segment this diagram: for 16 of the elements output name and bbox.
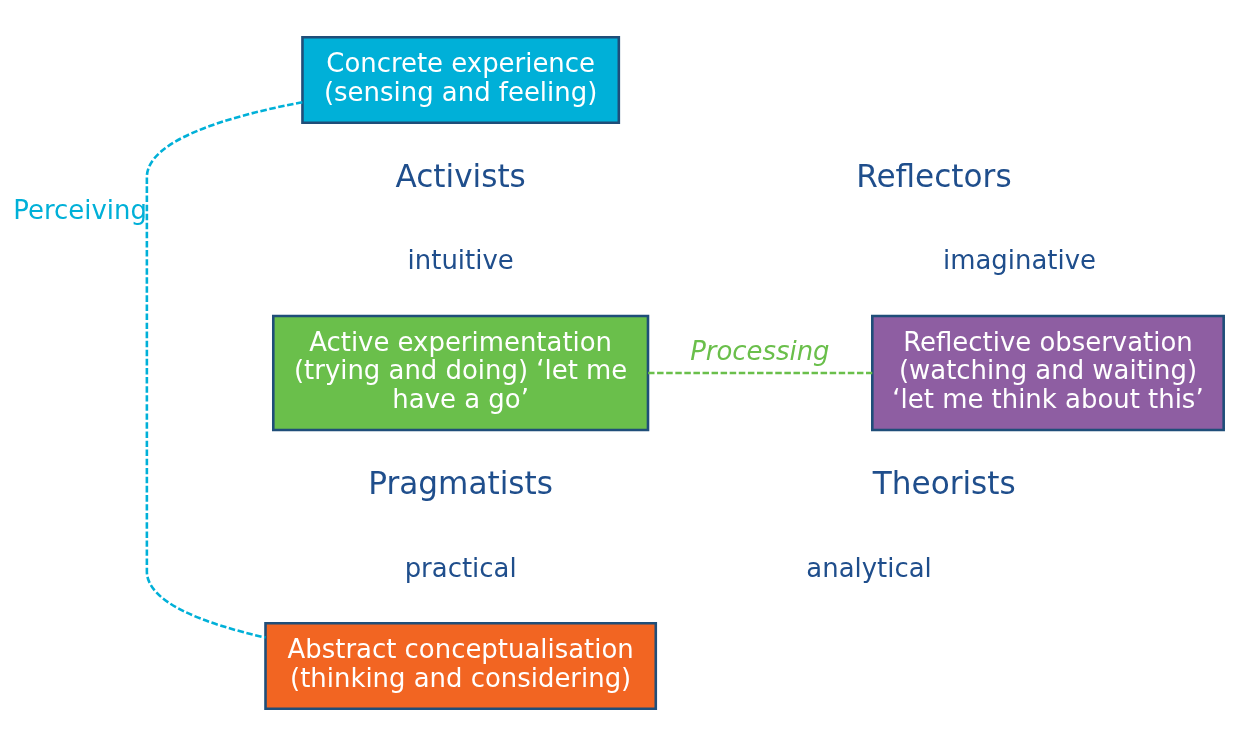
node-box: Active experimentation (trying and doing) ‘let me have a go’ — [272, 314, 650, 432]
node-box: Reflective observation (watching and waiting) ‘let me think about this’ — [871, 314, 1225, 432]
label: analytical — [806, 552, 932, 583]
label: Pragmatists — [368, 464, 553, 501]
connector — [145, 100, 303, 639]
label: Theorists — [872, 464, 1016, 501]
node-box: Concrete experience (sensing and feeling) — [301, 35, 621, 125]
label: intuitive — [407, 245, 514, 276]
node-box: Abstract conceptualisation (thinking and considering) — [264, 621, 658, 711]
edge-label: Processing — [690, 336, 830, 367]
connector — [648, 371, 873, 375]
edge-label: Perceiving — [13, 194, 147, 225]
label: Activists — [395, 157, 526, 194]
label: practical — [404, 552, 517, 583]
label: imaginative — [942, 245, 1096, 276]
label: Reflectors — [856, 157, 1012, 194]
